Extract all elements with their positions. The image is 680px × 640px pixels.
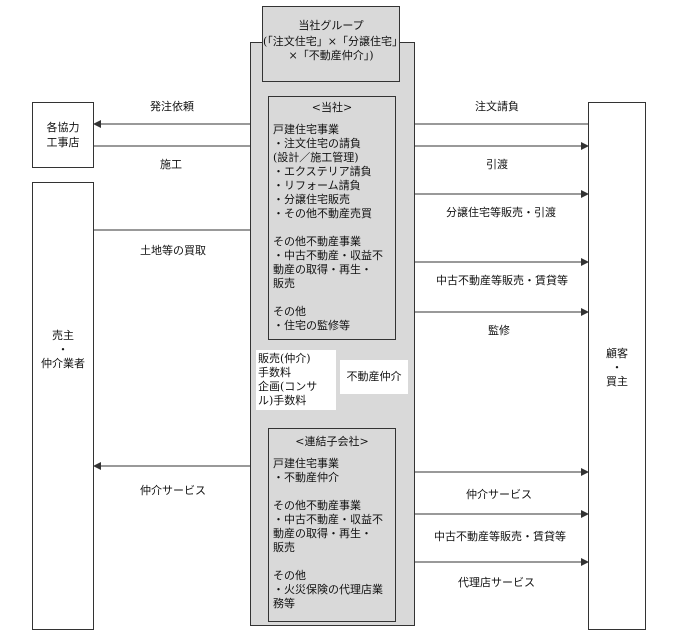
- label-agency-service: 代理店サービス: [458, 576, 535, 589]
- subsidiary-line: 動産の取得・再生・: [273, 527, 372, 540]
- label-brokerage-service-left: 仲介サービス: [140, 484, 206, 497]
- subsidiary-line: 務等: [273, 597, 295, 610]
- company-line: ・中古不動産・収益不: [273, 249, 383, 262]
- brokerage-box: 不動産仲介: [340, 360, 408, 394]
- company-line: ・リフォーム請負: [273, 179, 361, 192]
- company-box: <当社> 戸建住宅事業 ・注文住宅の請負 (設計／施工管理) ・エクステリア請負…: [268, 96, 396, 340]
- label-sales-delivery: 分譲住宅等販売・引渡: [446, 206, 556, 219]
- label-used-sales-lease-2: 中古不動産等販売・賃貸等: [434, 530, 566, 543]
- fee-line: ル)手数料: [258, 394, 307, 407]
- company-line: ・注文住宅の請負: [273, 137, 361, 150]
- subsidiary-line: 戸建住宅事業: [273, 457, 339, 470]
- brokerage-label: 不動産仲介: [346, 370, 402, 383]
- customers-line-1: 顧客: [606, 347, 628, 360]
- subsidiary-line: その他不動産事業: [273, 499, 361, 512]
- contractors-line-2: 工事店: [46, 136, 80, 149]
- contractors-box: 各協力 工事店: [32, 102, 94, 168]
- label-used-sales-lease-1: 中古不動産等販売・賃貸等: [436, 274, 568, 287]
- company-line: ・その他不動産売買: [273, 207, 372, 220]
- company-line: (設計／施工管理): [273, 151, 359, 164]
- subsidiary-line: ・火災保険の代理店業: [273, 583, 383, 596]
- customers-line-3: 買主: [606, 375, 628, 388]
- company-line: 動産の取得・再生・: [273, 263, 372, 276]
- label-supervision: 監修: [488, 324, 510, 337]
- subsidiary-line: 販売: [273, 541, 295, 554]
- subsidiary-line: その他: [273, 569, 306, 582]
- company-line: ・分譲住宅販売: [273, 193, 350, 206]
- company-line: ・住宅の監修等: [273, 319, 350, 332]
- subsidiary-line: ・中古不動産・収益不: [273, 513, 383, 526]
- customers-line-2: ・: [611, 361, 623, 374]
- company-line: その他: [273, 305, 306, 318]
- sellers-line-1: 売主: [52, 329, 74, 342]
- label-brokerage-service-right: 仲介サービス: [466, 488, 532, 501]
- company-line: 戸建住宅事業: [273, 123, 339, 136]
- company-line: ・エクステリア請負: [273, 165, 372, 178]
- fee-line: 企画(コンサ: [258, 380, 318, 393]
- label-delivery: 引渡: [486, 158, 508, 171]
- group-subtitle-1: (「注文住宅」×「分譲住宅」: [263, 35, 404, 48]
- company-line: 販売: [273, 277, 295, 290]
- label-order-contract: 注文請負: [475, 100, 519, 113]
- subsidiary-line: ・不動産仲介: [273, 471, 339, 484]
- group-header-box: 当社グループ (「注文住宅」×「分譲住宅」 ×「不動産仲介」): [262, 6, 404, 82]
- label-order-request: 発注依頼: [150, 100, 194, 113]
- group-title: 当社グループ: [298, 19, 364, 32]
- sellers-box: 売主 ・ 仲介業者: [32, 182, 94, 630]
- company-header: <当社>: [311, 101, 353, 114]
- fee-line: 手数料: [258, 366, 291, 379]
- fee-box: 販売(仲介) 手数料 企画(コンサ ル)手数料: [256, 350, 336, 410]
- label-land-purchase: 土地等の買取: [140, 244, 206, 257]
- group-subtitle-2: ×「不動産仲介」): [288, 49, 374, 62]
- label-construction: 施工: [160, 158, 182, 171]
- fee-line: 販売(仲介): [258, 352, 311, 365]
- subsidiary-header: <連結子会社>: [295, 435, 369, 448]
- sellers-line-2: ・: [57, 343, 69, 356]
- customers-box: 顧客 ・ 買主: [588, 102, 646, 630]
- subsidiary-box: <連結子会社> 戸建住宅事業 ・不動産仲介 その他不動産事業 ・中古不動産・収益…: [268, 428, 396, 622]
- company-line: その他不動産事業: [273, 235, 361, 248]
- sellers-line-3: 仲介業者: [41, 357, 85, 370]
- contractors-line-1: 各協力: [46, 121, 80, 134]
